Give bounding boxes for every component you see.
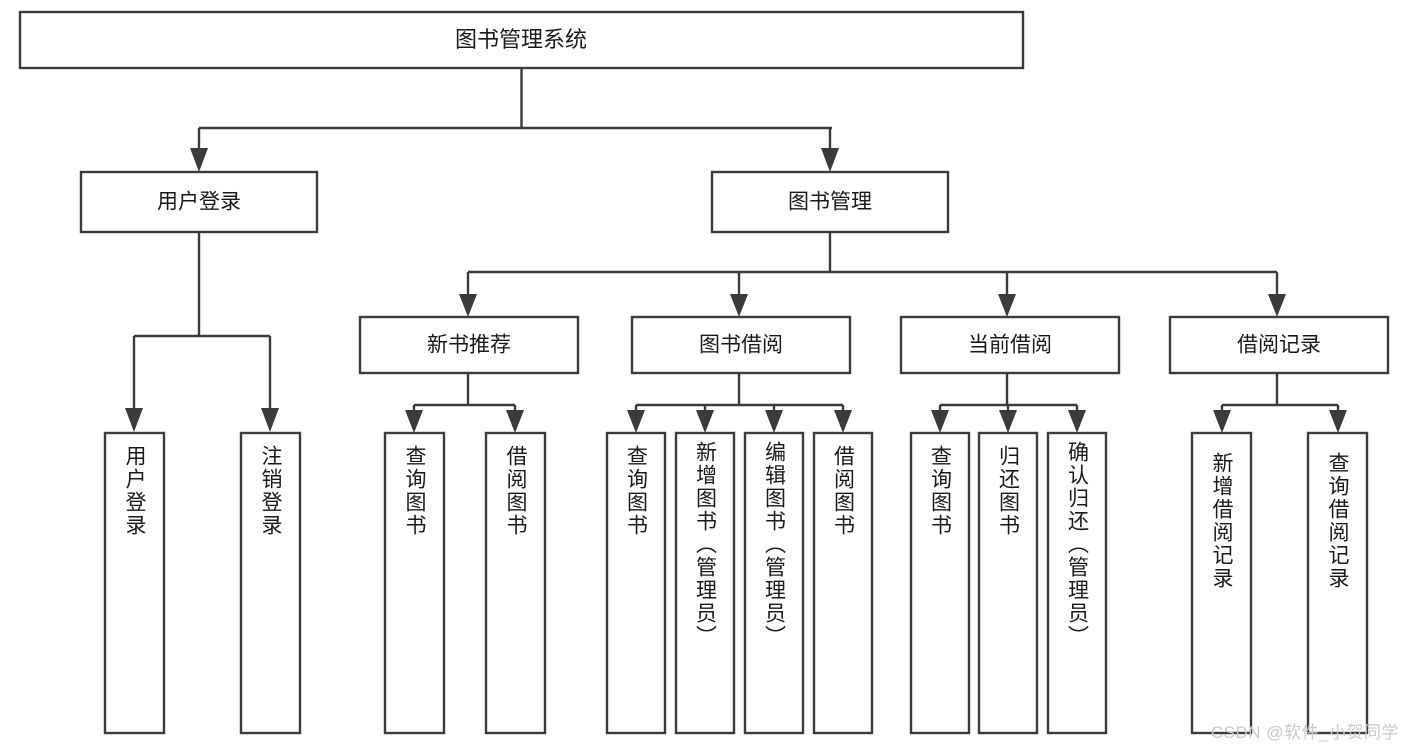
node-book-borrow[interactable] — [630, 315, 852, 375]
arrow-bm-to-new-book — [459, 294, 477, 317]
arrow-bb-leaf-3 — [765, 410, 783, 433]
node-user-login-label: 用户登录 — [157, 191, 241, 214]
arrow-user-login-leaf-2 — [261, 408, 279, 432]
leaf-borrow-record-2[interactable] — [1306, 431, 1369, 735]
leaf-user-login-1[interactable] — [103, 431, 166, 735]
arrow-bb-leaf-1 — [627, 410, 645, 433]
arrow-bm-to-borrow-record — [1268, 294, 1286, 317]
leaf-borrow-record-1[interactable] — [1190, 431, 1253, 735]
arrow-cb-leaf-3 — [1068, 410, 1086, 433]
arrow-bm-to-current-borrow — [998, 294, 1016, 317]
arrow-br-leaf-1 — [1213, 410, 1231, 433]
watermark-text: CSDN @软件_小贺同学 — [1210, 723, 1399, 742]
node-root-book-management-system[interactable] — [18, 10, 1025, 70]
arrow-bm-to-book-borrow — [730, 294, 748, 317]
node-borrow-record-label: 借阅记录 — [1237, 334, 1321, 357]
leaf-user-login-2[interactable] — [239, 431, 302, 735]
arrow-root-to-book-manage — [821, 148, 839, 172]
leaf-new-book-2[interactable] — [484, 431, 547, 735]
leaf-book-borrow-3[interactable] — [743, 431, 805, 735]
node-user-login[interactable] — [79, 170, 319, 234]
arrow-nb-leaf-1 — [405, 410, 423, 433]
node-current-borrow[interactable] — [899, 315, 1121, 375]
node-current-borrow-label: 当前借阅 — [968, 334, 1052, 357]
leaf-current-borrow-1[interactable] — [909, 431, 971, 735]
leaf-new-book-1[interactable] — [383, 431, 446, 735]
arrow-user-login-leaf-1 — [125, 408, 143, 432]
leaf-book-borrow-1[interactable] — [605, 431, 667, 735]
node-new-book-recommend-label: 新书推荐 — [427, 334, 511, 357]
node-borrow-record[interactable] — [1168, 315, 1390, 375]
node-book-borrow-label: 图书借阅 — [699, 334, 783, 357]
arrow-bb-leaf-2 — [696, 410, 714, 433]
node-book-management-label: 图书管理 — [788, 191, 872, 214]
nodes-group: 图书管理系统 用户登录 图书管理 新书推荐 图书借阅 当前借阅 借阅记录 — [18, 10, 1390, 735]
leaf-book-borrow-4[interactable] — [812, 431, 874, 735]
arrow-bb-leaf-4 — [834, 410, 852, 433]
arrow-cb-leaf-1 — [931, 410, 949, 433]
leaf-book-borrow-2[interactable] — [674, 431, 736, 735]
leaf-current-borrow-3[interactable] — [1046, 431, 1108, 735]
arrow-nb-leaf-2 — [506, 410, 524, 433]
arrow-br-leaf-2 — [1329, 410, 1347, 433]
arrow-root-to-user-login — [190, 148, 208, 172]
connectors-group — [125, 68, 1347, 433]
node-book-management[interactable] — [710, 170, 950, 234]
node-new-book-recommend[interactable] — [358, 315, 580, 375]
node-root-label: 图书管理系统 — [455, 27, 587, 52]
arrow-cb-leaf-2 — [999, 410, 1017, 433]
leaf-current-borrow-2[interactable] — [977, 431, 1039, 735]
